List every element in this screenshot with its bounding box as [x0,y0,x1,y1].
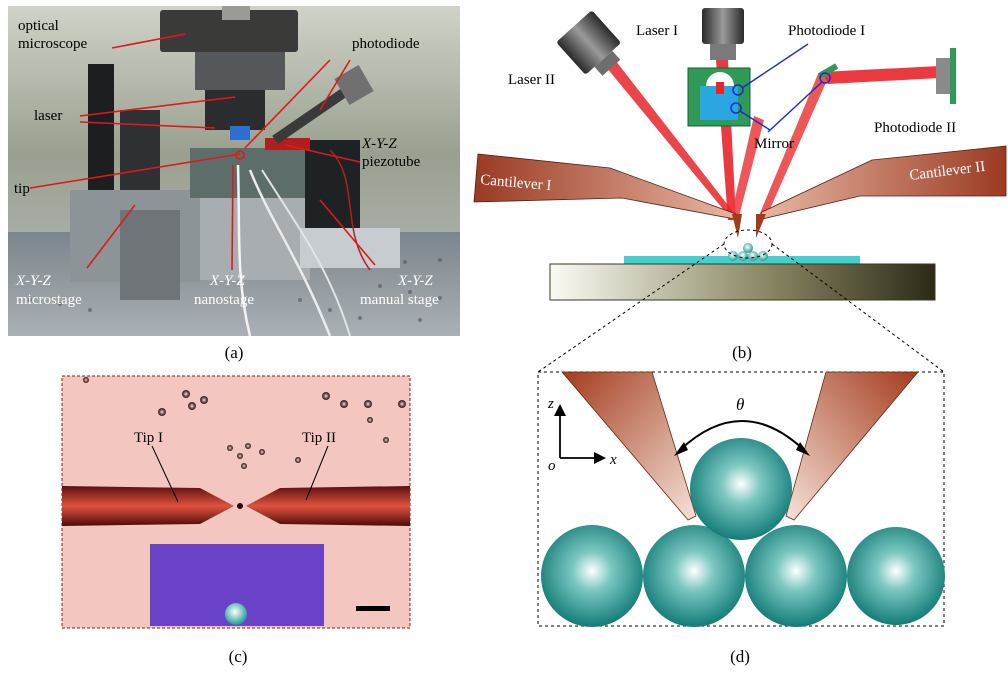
objective-turret [205,90,265,130]
sphere [745,525,847,627]
sphere [541,525,643,627]
photodiode-2-panel [950,48,956,104]
microscope-body [195,52,285,90]
manual-stage-base [300,228,400,268]
tip-marker [235,150,245,160]
label-photodiode: photodiode [352,36,420,52]
label-laser-1: Laser I [636,23,678,39]
micrograph-particles [83,377,406,469]
particle-between-tips [237,503,243,509]
laser-1 [702,8,744,60]
label-laser-2: Laser II [508,72,555,88]
mirror-1-marker [730,102,742,114]
microstage-block [120,210,180,300]
label-piezotube-xyz: X-Y-Z [361,136,397,152]
label-mirror: Mirror [754,136,794,152]
tip-1 [732,214,742,238]
label-piezotube: piezotube [362,154,421,170]
nanostage-body [200,198,310,280]
piezotube [265,138,310,150]
leader-tip-2 [305,445,329,501]
label-origin: o [548,458,556,474]
label-axis-z: z [547,396,554,412]
caption-a: (a) [225,343,244,362]
caption-b: (b) [732,343,752,362]
cantilever-bar-1 [62,486,234,526]
eyepiece [222,6,250,20]
label-optical: optical [18,18,59,34]
caption-c: (c) [229,647,248,666]
small-spheres [728,243,768,261]
axis-x-arrow [594,452,606,464]
caption-d: (d) [730,647,750,666]
stage [549,263,936,301]
axis-z-arrow [554,404,566,416]
label-tip-1: Tip I [134,430,163,446]
label-tip-2: Tip II [302,430,336,446]
label-nanostage-xyz: X-Y-Z [209,273,245,289]
photodiode-1-spot [716,82,724,94]
label-laser: laser [34,108,62,124]
nanostage-plate [190,148,320,198]
beam-reflect-1 [730,116,764,220]
left-post [88,64,114,214]
cable-2 [248,169,332,337]
spheres-row [541,525,945,627]
mirror-2-marker [819,72,831,84]
label-photodiode-1: Photodiode I [788,23,865,39]
leader-tip-1 [151,445,179,503]
sample-holder [230,126,250,140]
label-theta: θ [736,395,744,414]
cable-1 [236,164,252,337]
sphere [643,525,745,627]
photodiode-1-marker [732,84,744,96]
label-manual-xyz: X-Y-Z [397,273,433,289]
microscope-head [160,10,298,52]
laser-2 [557,11,621,76]
label-tip: tip [14,181,30,197]
label-cantilever-1: Cantilever I [480,172,552,194]
panel-d: θ z x o (d) [537,371,945,666]
sphere-top [690,438,792,540]
label-microstage-xyz: X-Y-Z [15,273,51,289]
photodiode-body [334,65,374,105]
beam-to-photodiode-2 [822,66,940,84]
photodiode-2-body [936,58,950,94]
zoom-line-left [537,243,725,373]
photodiode-arm [272,80,358,145]
table-holes [28,258,442,322]
photodiode-1-cap [706,72,734,86]
tip-left [561,371,697,521]
cable-red [329,149,371,271]
theta-arrow-right [796,442,810,456]
panel-b: Laser I Laser II Photodiode I Photodiode… [473,8,1007,373]
tip-2 [756,214,766,238]
label-manual-stage: manual stage [360,292,439,308]
panel-c: Tip I Tip II (c) [61,375,411,666]
sphere [847,527,945,625]
pointer-lines [29,33,376,271]
tip-right [785,371,919,521]
annotation-lines [739,43,823,133]
label-microscope: microscope [18,36,87,52]
theta-arrow-left [674,442,688,456]
beam-reflect-2 [758,74,828,218]
label-photodiode-2: Photodiode II [874,120,956,136]
mirror-2 [817,63,839,79]
panel-a: optical microscope photodiode laser X-Y-… [8,6,460,362]
beam-laser-2 [602,56,738,220]
scale-bar [356,606,390,611]
label-nanostage: nanostage [194,292,254,308]
label-microstage: microstage [16,292,82,308]
cantilever-2 [757,145,1007,221]
cantilever-bar-2 [246,486,410,526]
cable-3 [261,169,351,337]
theta-arc [679,420,805,451]
label-axis-x: x [609,452,617,468]
inset-particle [225,603,247,625]
